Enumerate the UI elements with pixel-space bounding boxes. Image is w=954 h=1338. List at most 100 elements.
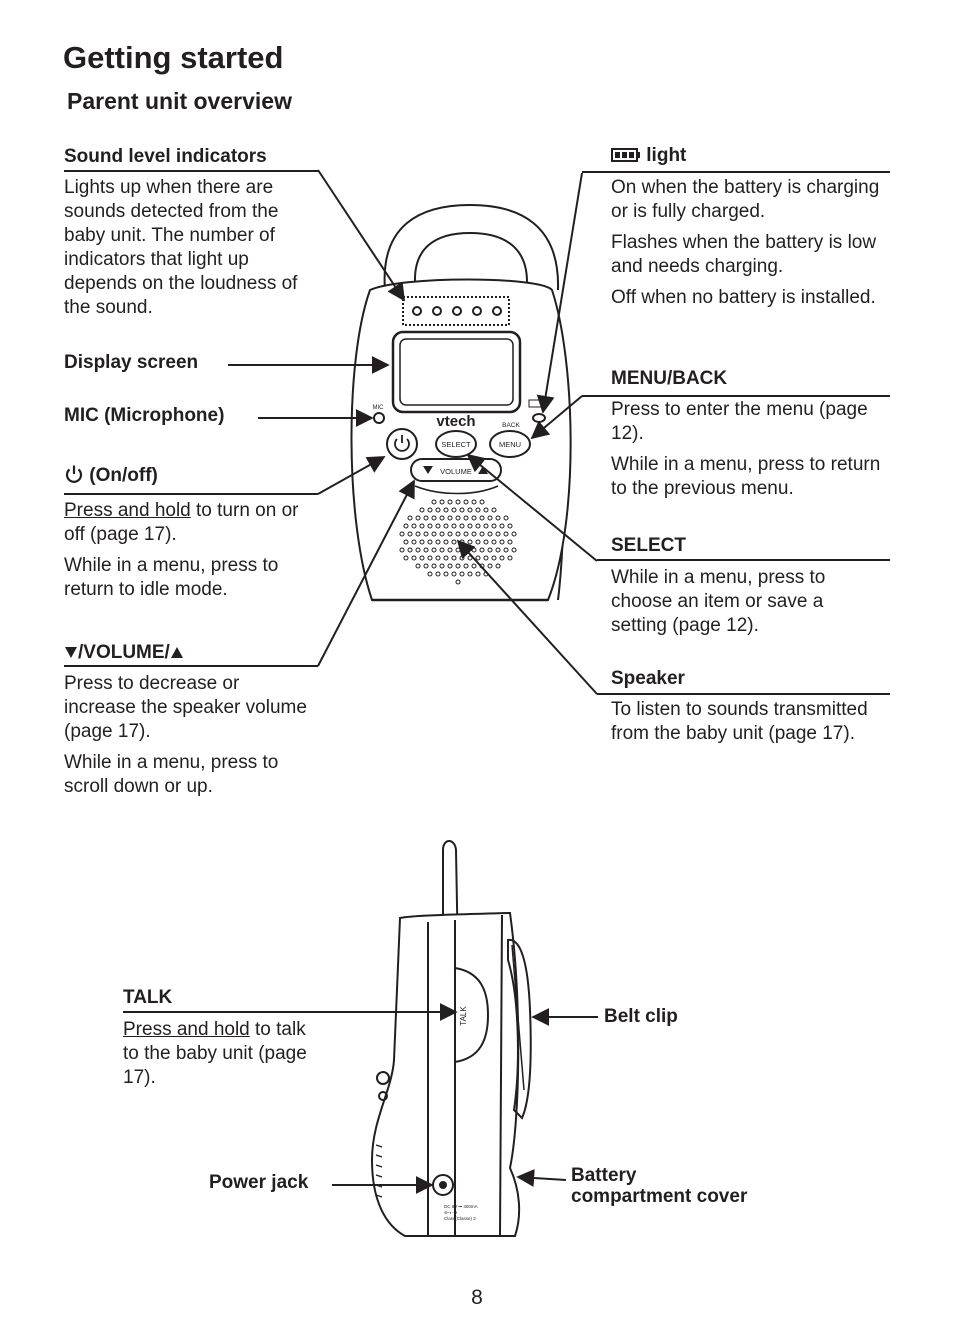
volume-body: Press to decrease or increase the speake…	[64, 672, 314, 806]
leader-sound-level	[317, 169, 405, 302]
speaker-hole	[467, 571, 473, 577]
speaker-hole	[419, 555, 425, 561]
menu-back-rule	[582, 395, 890, 397]
battery-light-rule	[582, 171, 890, 173]
speaker-hole	[447, 563, 453, 569]
unit-body	[350, 278, 572, 601]
speaker-hole	[415, 547, 421, 553]
side-body	[370, 911, 521, 1237]
speaker-hole	[435, 539, 441, 545]
speaker-hole	[419, 507, 425, 513]
speaker-hole	[435, 571, 441, 577]
speaker-hole	[495, 531, 501, 537]
speaker-hole	[419, 523, 425, 529]
speaker-hole	[403, 555, 409, 561]
speaker-hole	[511, 547, 517, 553]
speaker-hole	[463, 499, 469, 505]
speaker-hole	[419, 539, 425, 545]
speaker-hole	[443, 555, 449, 561]
speaker-hole	[451, 555, 457, 561]
select-body: While in a menu, press to choose an item…	[611, 566, 881, 645]
antenna	[442, 840, 459, 961]
speaker-hole	[435, 523, 441, 529]
onoff-press-hold: Press and hold	[64, 500, 191, 521]
battery-cover-label: Battery compartment cover	[571, 1165, 747, 1207]
parent-unit-front	[350, 203, 572, 602]
speaker-hole	[411, 523, 417, 529]
speaker-hole	[499, 539, 505, 545]
speaker-hole	[475, 555, 481, 561]
speaker-hole	[427, 539, 433, 545]
leader-volume	[317, 479, 415, 667]
speaker-hole	[499, 523, 505, 529]
select-heading: SELECT	[611, 535, 686, 556]
speaker-hole	[455, 563, 461, 569]
speaker-hole	[415, 515, 421, 521]
onoff-text-2: While in a menu, press to return to idle…	[64, 555, 279, 600]
volume-button	[410, 458, 502, 482]
speaker-hole	[507, 523, 513, 529]
select-label: SELECT	[441, 440, 471, 449]
leader-select	[466, 453, 598, 562]
speaker-hole	[495, 515, 501, 521]
page-title: Getting started	[63, 40, 284, 75]
volume-text-1: Press to decrease or increase the speake…	[64, 673, 307, 742]
speaker-hole	[431, 547, 437, 553]
speaker-hole	[435, 507, 441, 513]
speaker-hole	[443, 571, 449, 577]
speaker-hole	[459, 523, 465, 529]
talk-heading: TALK	[123, 987, 173, 1008]
menu-back-text-1: Press to enter the menu (page 12).	[611, 399, 868, 444]
leader-speaker	[456, 539, 598, 695]
talk-body: Press and hold to talk to the baby unit …	[123, 1018, 323, 1097]
power-icon	[65, 465, 83, 483]
speaker-hole	[511, 531, 517, 537]
speaker-hole	[451, 523, 457, 529]
speaker-hole	[411, 539, 417, 545]
parent-unit-side	[370, 840, 532, 1237]
speaker-hole	[423, 547, 429, 553]
handle-outer	[383, 203, 560, 291]
speaker-hole	[463, 531, 469, 537]
leader-battery-light	[536, 172, 583, 414]
page-number: 8	[471, 1286, 483, 1309]
speaker-hole	[471, 499, 477, 505]
speaker-hole	[495, 563, 501, 569]
speaker-hole	[491, 555, 497, 561]
mic-label-callout: MIC (Microphone)	[64, 405, 225, 426]
speaker-hole	[407, 515, 413, 521]
volume-heading: /VOLUME/	[64, 642, 184, 664]
speaker-hole	[423, 515, 429, 521]
volume-label: VOLUME	[440, 467, 472, 476]
speaker-hole	[423, 563, 429, 569]
belt-clip	[507, 938, 532, 1120]
speaker-hole	[503, 515, 509, 521]
speaker-hole	[447, 515, 453, 521]
speaker-hole	[427, 555, 433, 561]
belt-clip-label: Belt clip	[604, 1006, 678, 1027]
battery-light-body: On when the battery is charging or is fu…	[611, 176, 886, 317]
speaker-hole	[471, 531, 477, 537]
speaker-hole	[431, 563, 437, 569]
speaker-hole	[503, 531, 509, 537]
onoff-rule	[64, 493, 318, 495]
speaker-hole	[507, 555, 513, 561]
select-button	[435, 430, 477, 458]
speaker-hole	[507, 539, 513, 545]
speaker-body: To listen to sounds transmitted from the…	[611, 698, 893, 753]
speaker-hole	[483, 539, 489, 545]
speaker-hole	[427, 571, 433, 577]
battery-light-text-3: Off when no battery is installed.	[611, 287, 876, 308]
speaker-hole	[463, 515, 469, 521]
speaker-hole	[487, 547, 493, 553]
speaker-hole	[431, 515, 437, 521]
mic-label: MIC	[373, 405, 385, 411]
power-button	[386, 428, 418, 460]
up-triangle-icon	[170, 647, 183, 658]
down-triangle-icon	[65, 647, 77, 658]
battery-cover-line-1: Battery	[571, 1165, 637, 1186]
speaker-text: To listen to sounds transmitted from the…	[611, 699, 868, 744]
display-screen-label: Display screen	[64, 352, 199, 373]
sound-level-heading: Sound level indicators	[64, 146, 267, 167]
speaker-hole	[443, 539, 449, 545]
